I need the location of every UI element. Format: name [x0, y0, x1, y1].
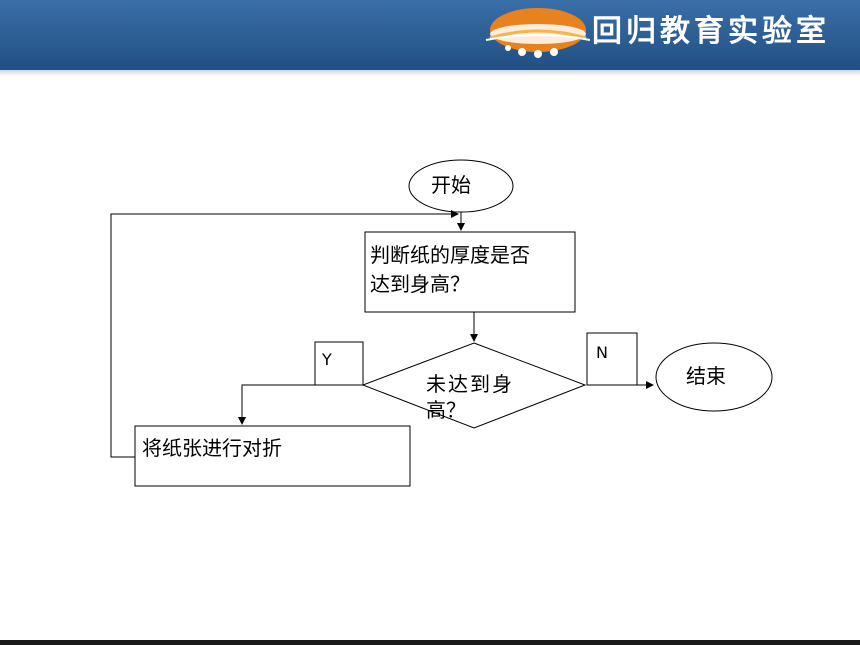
check-label-line1: 判断纸的厚度是否	[370, 243, 530, 267]
decision-label-line1: 未达到身	[426, 372, 514, 396]
fold-label: 将纸张进行对折	[142, 436, 282, 460]
decision-label-line2: 高？	[426, 398, 466, 422]
footer-line	[0, 640, 860, 645]
check-node	[364, 231, 576, 313]
start-label: 开始	[431, 173, 471, 197]
brand-logo-icon	[485, 8, 590, 58]
end-label: 结束	[686, 364, 726, 388]
brand-title: 回归教育实验室	[592, 14, 830, 49]
no-label: N	[596, 343, 608, 362]
fold-node	[134, 425, 411, 487]
end-node	[655, 342, 773, 412]
arrow-loop-back	[110, 210, 459, 458]
header-shadow	[0, 62, 860, 76]
yes-label: Y	[322, 350, 332, 369]
yes-label-box	[314, 341, 364, 386]
header-bar	[0, 0, 860, 70]
check-label-line2: 达到身高？	[370, 272, 470, 296]
decision-node	[361, 342, 587, 429]
arrow-decision-to-fold	[238, 384, 363, 425]
no-label-box	[586, 332, 638, 386]
